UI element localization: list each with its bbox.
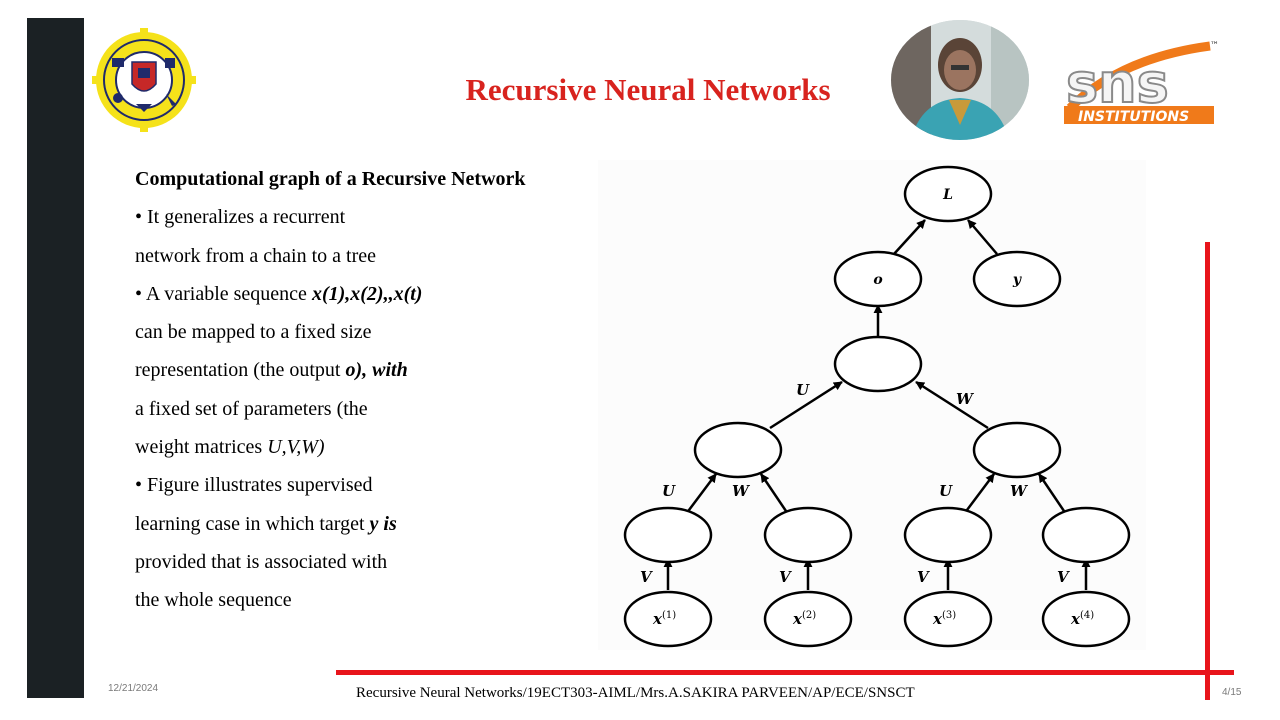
bullet-line-10: provided that is associated with: [135, 550, 388, 573]
emblem-symbols: [112, 58, 176, 112]
edge-label-U-right: U: [939, 482, 953, 500]
graph-edges: [663, 219, 1091, 590]
node-hidden-left: [693, 421, 783, 479]
red-accent-horizontal: [336, 670, 1234, 675]
node-hidden-top: [833, 335, 923, 393]
bullet-line-7-text: weight matrices: [135, 436, 268, 459]
bullet-line-4: can be mapped to a fixed size: [135, 321, 372, 344]
edge-label-V-1: V: [640, 568, 653, 586]
bullet-line-5: representation (the output o), with: [135, 351, 595, 389]
edge-label-W-right: W: [1010, 482, 1029, 500]
slide-page-number: 4/15: [1222, 687, 1242, 698]
label-x2: x(2): [792, 610, 816, 628]
node-y: [972, 250, 1062, 308]
recursive-network-graph: L o y x(1) x(2) x(3) x(4) U W U W U W V …: [598, 160, 1146, 650]
node-x4: [1041, 590, 1131, 648]
label-x3: x(3): [932, 610, 956, 628]
college-emblem-logo: [92, 28, 196, 132]
graph-nodes: [623, 165, 1131, 648]
bullet-line-7-italic: U,V,W): [267, 436, 325, 459]
bullet-line-7: weight matrices U,V,W): [135, 428, 595, 466]
node-x2: [763, 590, 853, 648]
node-x3: [903, 590, 993, 648]
bullet-line-2: network from a chain to a tree: [135, 244, 377, 267]
bullet-line-8: • Figure illustrates supervised: [135, 474, 373, 497]
edge-left-h: [769, 380, 843, 430]
node-hidden-right: [972, 421, 1062, 479]
left-sidebar-bar: [27, 18, 84, 698]
label-y: y: [1012, 272, 1022, 288]
node-h3: [903, 506, 993, 564]
edge-y-L: [967, 219, 998, 255]
sns-institutions-logo: sns INSTITUTIONS ™: [1064, 41, 1219, 125]
node-h2: [763, 506, 853, 564]
bullet-line-9-text: learning case in which target: [135, 512, 370, 535]
edge-o-L: [893, 219, 926, 255]
slide-footer: Recursive Neural Networks/19ECT303-AIML/…: [356, 685, 915, 701]
trademark-mark: ™: [1210, 41, 1219, 51]
edge-label-V-3: V: [917, 568, 930, 586]
bullet-line-1: • It generalizes a recurrent: [135, 206, 346, 229]
edge-h1-left: [685, 473, 717, 515]
edge-label-W-left: W: [732, 482, 751, 500]
slide-date: 12/21/2024: [108, 683, 159, 694]
edge-label-U-left: U: [662, 482, 676, 500]
edge-h3-right: [963, 473, 995, 515]
node-L: [903, 165, 993, 223]
bullet-line-3-text: • A variable sequence: [135, 282, 312, 305]
label-o: o: [873, 272, 882, 288]
edge-label-U-top: U: [796, 381, 810, 399]
bullet-line-3-emphasis: x(1),x(2),,x(t): [311, 282, 423, 305]
bullet-line-3: • A variable sequence x(1),x(2),,x(t): [135, 275, 595, 313]
slide-body-text: Computational graph of a Recursive Netwo…: [135, 160, 595, 620]
emblem-shield: [131, 61, 157, 92]
node-o: [833, 250, 923, 308]
bullet-line-11: the whole sequence: [135, 589, 292, 612]
label-x4: x(4): [1070, 610, 1094, 628]
edge-right-h: [915, 380, 989, 430]
label-L: L: [942, 187, 953, 203]
edge-label-W-top: W: [956, 390, 975, 408]
content-heading: Computational graph of a Recursive Netwo…: [135, 168, 526, 190]
sns-text: sns: [1066, 52, 1169, 115]
edge-h4-right: [1037, 473, 1068, 515]
bullet-line-5-emphasis: o), with: [345, 359, 408, 382]
label-x1: x(1): [652, 610, 676, 628]
red-accent-vertical: [1205, 242, 1210, 700]
sns-subtitle: INSTITUTIONS: [1078, 109, 1189, 125]
bullet-line-6: a fixed set of parameters (the: [135, 397, 368, 420]
bullet-line-9: learning case in which target y is: [135, 505, 595, 543]
edge-h2-left: [759, 473, 790, 515]
node-h4: [1041, 506, 1131, 564]
edge-label-V-2: V: [779, 568, 792, 586]
node-h1: [623, 506, 713, 564]
bullet-line-5-text: representation (the output: [135, 359, 346, 382]
node-x1: [623, 590, 713, 648]
presenter-video-avatar: [891, 20, 1029, 140]
slide-title: Recursive Neural Networks: [465, 72, 831, 107]
edge-label-V-4: V: [1057, 568, 1070, 586]
bullet-line-9-emphasis: y is: [369, 512, 397, 535]
